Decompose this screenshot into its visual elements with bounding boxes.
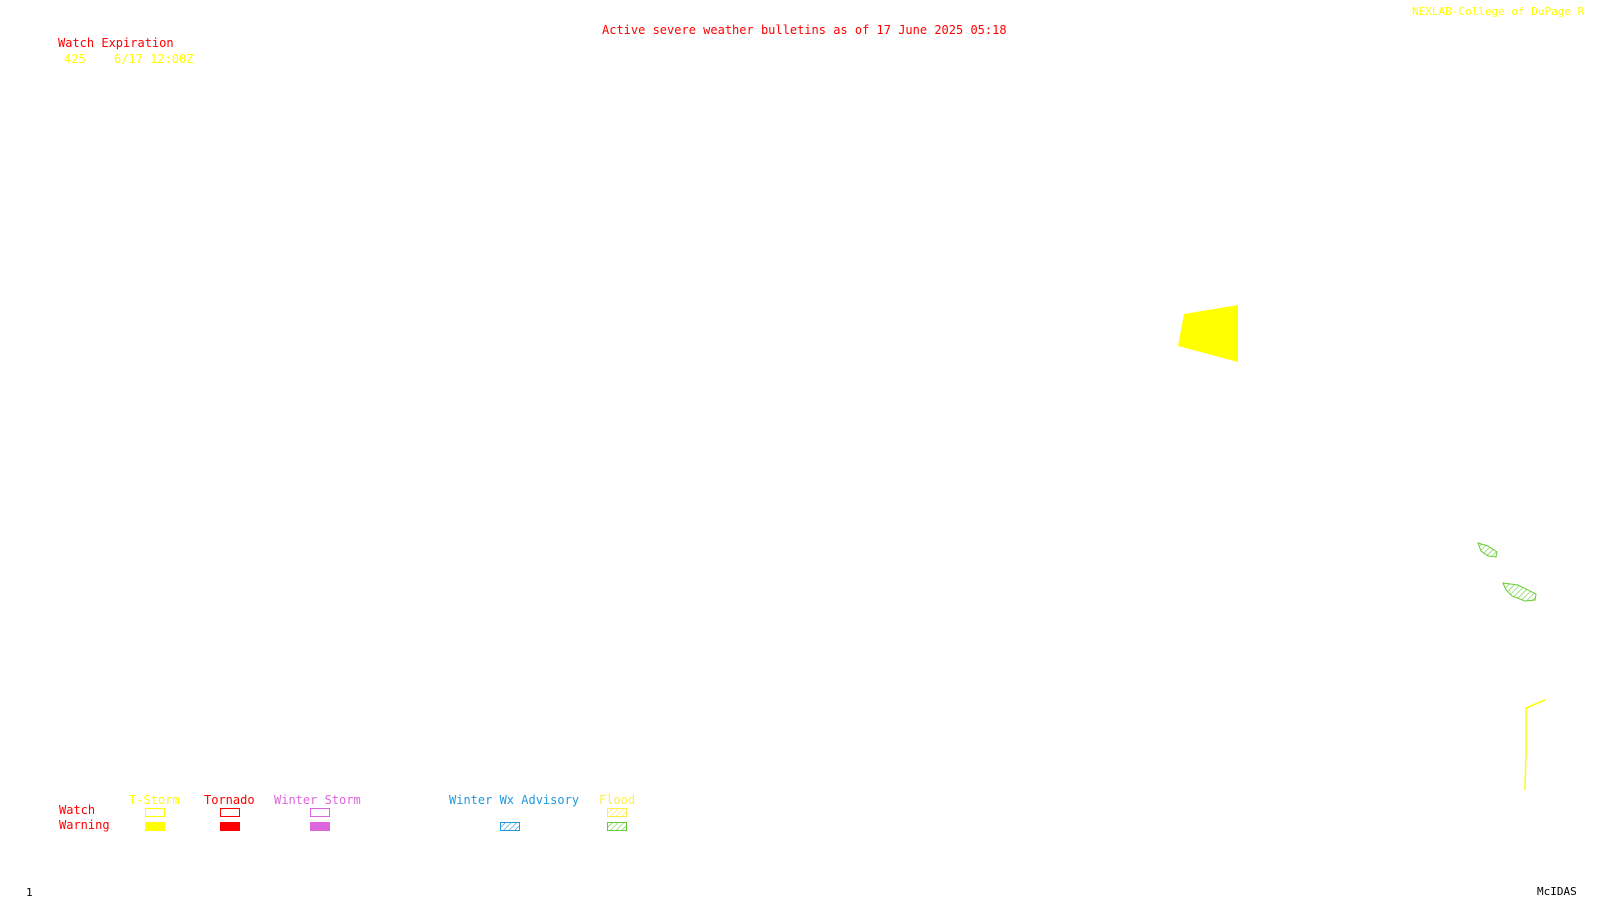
flood-warning-area <box>1477 542 1498 558</box>
flood-watch-swatch <box>607 808 627 817</box>
credit-label: NEXLAB-College of DuPage R <box>1412 5 1585 18</box>
legend-row-warning: Warning <box>59 818 110 832</box>
watch-expiry-time: 6/17 12:00Z <box>114 52 194 66</box>
watch-expiration-heading: Watch Expiration <box>58 36 174 50</box>
legend-row-watch: Watch <box>59 803 96 817</box>
watch-number: 425 <box>64 52 86 66</box>
tstorm-watch-swatch <box>145 808 165 817</box>
tstorm-warning-swatch <box>145 822 165 831</box>
winter-storm-warning-swatch <box>310 822 330 831</box>
tornado-watch-swatch <box>220 808 240 817</box>
page-title: Active severe weather bulletins as of 17… <box>602 23 1007 37</box>
winter-wx-advisory-swatch <box>500 822 520 831</box>
flood-warning-area <box>1502 582 1537 602</box>
flood-warning-swatch <box>607 822 627 831</box>
frame-number: 1 <box>26 886 33 899</box>
winter-storm-watch-swatch <box>310 808 330 817</box>
tornado-warning-swatch <box>220 822 240 831</box>
tstorm-watch-area <box>1178 305 1238 362</box>
legend-label-flood: Flood <box>599 793 636 807</box>
software-label: McIDAS <box>1537 885 1577 898</box>
legend-label-tstorm: T-Storm <box>129 793 180 807</box>
boundary-line <box>1524 699 1546 791</box>
legend-label-tornado: Tornado <box>204 793 255 807</box>
legend-label-winter-storm: Winter Storm <box>274 793 361 807</box>
legend-label-winter-wx-advisory: Winter Wx Advisory <box>449 793 580 807</box>
